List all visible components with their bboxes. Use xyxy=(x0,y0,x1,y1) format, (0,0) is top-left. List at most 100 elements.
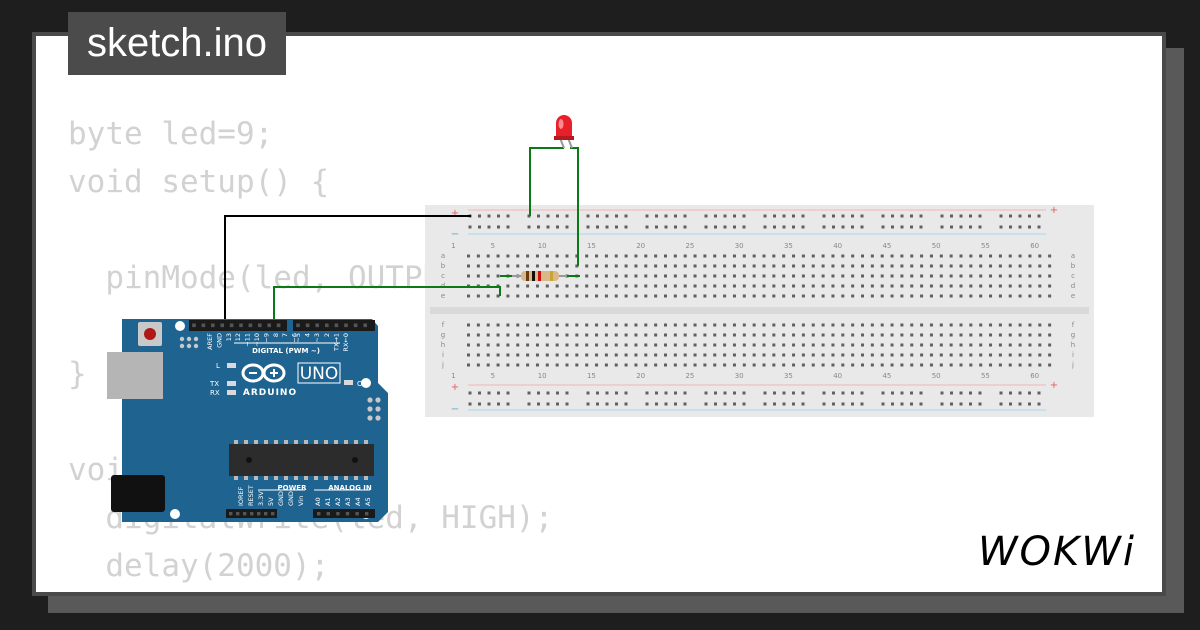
breadboard-hole xyxy=(841,353,845,357)
breadboard-hole xyxy=(713,333,717,337)
header-pin[interactable] xyxy=(229,323,234,328)
breadboard-hole xyxy=(841,343,845,347)
breadboard-hole xyxy=(1038,363,1042,367)
row-letter: f xyxy=(1072,321,1075,329)
header-pin[interactable] xyxy=(264,512,268,516)
breadboard-hole xyxy=(732,323,736,327)
breadboard-hole xyxy=(664,323,667,327)
header-pin[interactable] xyxy=(243,512,247,516)
wokwi-logo[interactable]: WOKWi xyxy=(978,526,1150,576)
breadboard-hole xyxy=(979,274,983,278)
rail-hole xyxy=(714,225,717,229)
digital-pin-label: ~6 xyxy=(291,333,299,343)
header-pin[interactable] xyxy=(305,323,310,328)
rail-hole xyxy=(792,225,795,229)
wire-led-cathode[interactable] xyxy=(529,147,564,216)
header-pin[interactable] xyxy=(250,512,254,516)
breadboard-hole xyxy=(555,333,559,337)
header-pin[interactable] xyxy=(271,512,275,516)
rail-hole xyxy=(655,402,658,406)
resistor[interactable] xyxy=(500,271,580,281)
header-pin[interactable] xyxy=(334,323,339,328)
breadboard-hole xyxy=(673,323,677,327)
header-pin[interactable] xyxy=(257,512,261,516)
reset-button-cap[interactable] xyxy=(144,328,156,340)
rail-hole xyxy=(919,391,923,395)
header-pin[interactable] xyxy=(239,323,243,328)
breadboard-hole xyxy=(900,323,904,327)
breadboard-hole xyxy=(683,274,687,278)
header-pin[interactable] xyxy=(363,323,367,328)
header-pin[interactable] xyxy=(317,512,321,516)
header-pin[interactable] xyxy=(353,323,358,328)
breadboard-hole xyxy=(939,294,943,298)
rail-hole xyxy=(940,225,944,229)
breadboard-hole xyxy=(851,353,855,357)
breadboard-hole xyxy=(920,264,924,268)
header-pin[interactable] xyxy=(258,323,262,328)
breadboard-hole xyxy=(989,333,993,337)
breadboard-hole xyxy=(801,264,805,268)
breadboard-hole xyxy=(920,284,924,288)
breadboard-hole xyxy=(595,284,599,288)
wire-gnd[interactable] xyxy=(224,215,471,325)
row-letter: g xyxy=(441,331,445,339)
led[interactable] xyxy=(554,115,574,149)
breadboard-hole xyxy=(752,323,756,327)
breadboard-hole xyxy=(476,343,480,347)
header-pin[interactable] xyxy=(267,323,271,328)
header-pin[interactable] xyxy=(229,512,233,516)
breadboard-hole xyxy=(949,274,953,278)
header-pin[interactable] xyxy=(248,323,253,328)
breadboard-hole xyxy=(929,254,933,258)
breadboard-hole xyxy=(555,284,559,288)
breadboard-hole xyxy=(506,333,510,337)
header-pin[interactable] xyxy=(192,323,196,328)
breadboard[interactable]: + + − + + − 1 5 10 15 20 25 30 35 40 45 … xyxy=(425,205,1094,417)
breadboard-hole xyxy=(959,294,963,298)
breadboard-hole xyxy=(811,353,815,357)
rail-hole xyxy=(978,214,982,218)
breadboard-hole xyxy=(890,274,894,278)
wire-pin9[interactable] xyxy=(273,286,501,325)
header-pin[interactable] xyxy=(211,323,215,328)
breadboard-hole xyxy=(535,323,539,327)
breadboard-hole xyxy=(644,274,648,278)
rail-hole xyxy=(605,391,609,395)
breadboard-hole xyxy=(1018,254,1022,258)
breadboard-hole xyxy=(939,284,943,288)
header-pin[interactable] xyxy=(365,512,369,516)
rail-hole xyxy=(910,391,913,395)
header-pin[interactable] xyxy=(220,323,224,328)
breadboard-hole xyxy=(565,264,569,268)
header-pin[interactable] xyxy=(236,512,240,516)
header-pin[interactable] xyxy=(201,323,206,328)
header-pin[interactable] xyxy=(325,323,329,328)
rail-hole xyxy=(782,391,786,395)
breadboard-hole xyxy=(1048,353,1052,357)
breadboard-hole xyxy=(634,333,638,337)
breadboard-hole xyxy=(614,284,618,288)
breadboard-hole xyxy=(949,353,953,357)
header-pin[interactable] xyxy=(336,512,340,516)
breadboard-hole xyxy=(713,343,717,347)
header-pin[interactable] xyxy=(296,323,300,328)
analog-pin-label: A3 xyxy=(344,497,352,506)
file-tab[interactable]: sketch.ino xyxy=(68,12,286,75)
header-pin[interactable] xyxy=(345,512,350,516)
rail-hole xyxy=(664,391,668,395)
header-pin[interactable] xyxy=(326,512,330,516)
breadboard-hole xyxy=(732,363,736,367)
header-pin[interactable] xyxy=(355,512,359,516)
breadboard-hole xyxy=(526,343,530,347)
header-pin[interactable] xyxy=(344,323,348,328)
wire-led-anode[interactable] xyxy=(570,147,579,266)
header-pin[interactable] xyxy=(315,323,319,328)
breadboard-hole xyxy=(683,363,687,367)
column-number: 55 xyxy=(981,372,990,380)
breadboard-hole xyxy=(762,333,766,337)
header-pin[interactable] xyxy=(276,323,281,328)
breadboard-hole xyxy=(604,274,608,278)
